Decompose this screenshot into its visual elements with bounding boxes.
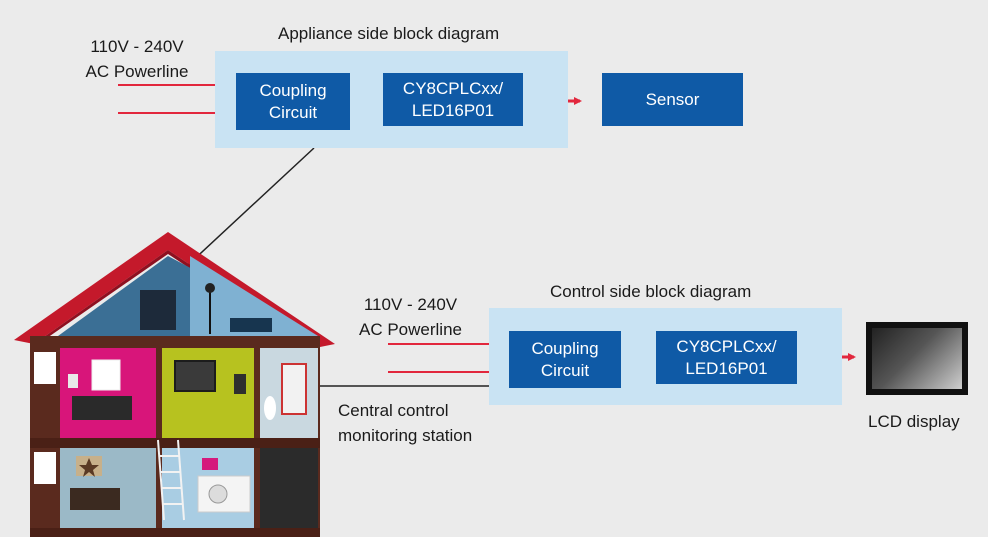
- control-coupling-line2: Circuit: [540, 360, 590, 380]
- appliance-chip-line1: CY8CPLCxx/: [402, 78, 504, 98]
- appliance-chip-block: CY8CPLCxx/ LED16P01: [383, 73, 523, 126]
- appliance-diagram-title: Appliance side block diagram: [278, 24, 500, 43]
- control-power-type: AC Powerline: [359, 320, 462, 339]
- control-coupling-line1: Coupling: [531, 338, 599, 358]
- sensor-block: Sensor: [602, 73, 743, 126]
- control-coupling-circuit-block: Coupling Circuit: [509, 331, 621, 388]
- central-station-line1: Central control: [338, 401, 449, 420]
- appliance-power-type: AC Powerline: [85, 62, 189, 81]
- control-power-label: 110V - 240V AC Powerline: [353, 292, 468, 342]
- appliance-power-label: 110V - 240V AC Powerline: [82, 34, 192, 84]
- appliance-coupling-line1: Coupling: [259, 80, 327, 100]
- control-chip-block: CY8CPLCxx/ LED16P01: [656, 331, 797, 384]
- appliance-coupling-circuit-block: Coupling Circuit: [236, 73, 350, 130]
- central-station-line2: monitoring station: [338, 426, 473, 445]
- control-chip-line1: CY8CPLCxx/: [676, 336, 777, 356]
- ladder: [157, 439, 185, 521]
- lcd-display-icon: [866, 322, 968, 395]
- house-cutaway-illustration: [14, 232, 335, 537]
- appliance-chip-line2: LED16P01: [411, 100, 495, 120]
- room-garage: [260, 448, 318, 528]
- appliance-power-voltage: 110V - 240V: [90, 37, 184, 56]
- appliance-coupling-line2: Circuit: [268, 102, 318, 122]
- central-station-label: Central control monitoring station: [338, 398, 472, 448]
- sensor-label: Sensor: [645, 89, 700, 109]
- control-diagram-title: Control side block diagram: [550, 282, 752, 301]
- lcd-display-label: LCD display: [868, 412, 960, 431]
- control-power-voltage: 110V - 240V: [363, 295, 458, 314]
- control-chip-line2: LED16P01: [685, 358, 768, 378]
